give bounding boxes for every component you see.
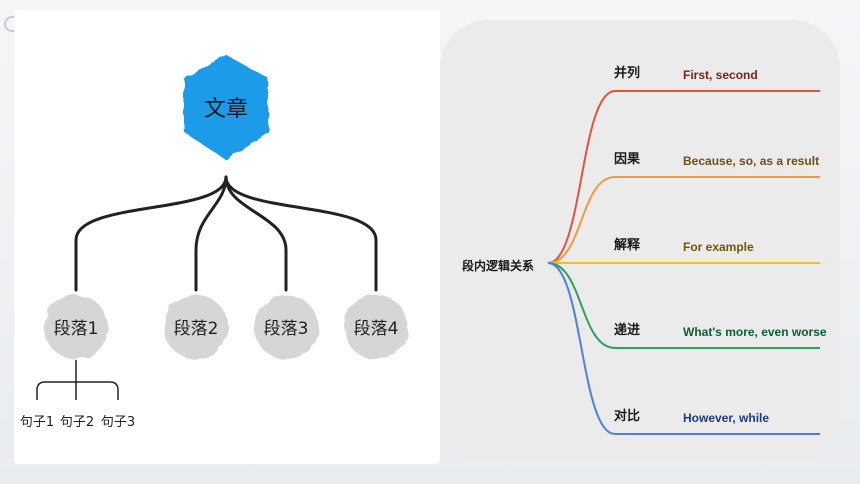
paragraph-nodes: 段落1 段落2 段落3 段落4 [44,295,408,359]
paragraph-node-2-label: 段落2 [174,319,219,339]
connector-root-p1 [74,175,228,292]
sentence-label-1: 句子1 [20,415,54,430]
paragraph-node-3-label: 段落3 [264,319,309,339]
branch-name-3: 解释 [613,237,641,253]
branch-name-4: 递进 [614,322,640,338]
connector-p1-bracket [36,381,119,400]
connector-root-p2 [194,175,228,292]
paragraph-node-2-shape [164,295,228,359]
branch-example-4: What's more, even worse [683,325,827,339]
branch-name-5: 对比 [614,408,640,424]
connector-root-p4 [224,175,378,292]
root-node-label: 文章 [204,97,248,122]
branch-line-5 [547,262,820,435]
tree-connectors [74,175,378,292]
mindmap-branch-names: 并列 因果 解释 递进 对比 [613,65,641,424]
paragraph-node-1-label: 段落1 [54,319,99,339]
mindmap-branch-lines [547,90,820,435]
mindmap-center-label: 段内逻辑关系 [462,258,534,273]
paragraph-node-4-label: 段落4 [354,319,399,339]
sentence-connectors [36,360,119,400]
branch-example-5: However, while [683,411,769,425]
branch-name-1: 并列 [614,65,640,81]
branch-line-2 [547,176,820,264]
branch-name-2: 因果 [614,152,640,167]
branch-example-3: For example [683,240,754,254]
connector-root-p3 [224,175,288,292]
branch-line-1 [547,90,820,264]
paragraph-node-3-shape [254,295,318,359]
mindmap-branch-examples: First, second Because, so, as a result F… [683,68,827,425]
logic-mindmap-panel [440,20,840,462]
branch-example-2: Because, so, as a result [683,154,819,168]
branch-example-1: First, second [683,68,758,82]
paragraph-node-4-shape [344,295,408,359]
sentence-label-3: 句子3 [101,415,135,430]
paragraph-node-1-shape [44,295,108,359]
left-corner-decoration [4,16,18,32]
sentence-label-2: 句子2 [60,415,94,430]
branch-line-4 [547,262,820,349]
root-node-shape [184,55,268,160]
